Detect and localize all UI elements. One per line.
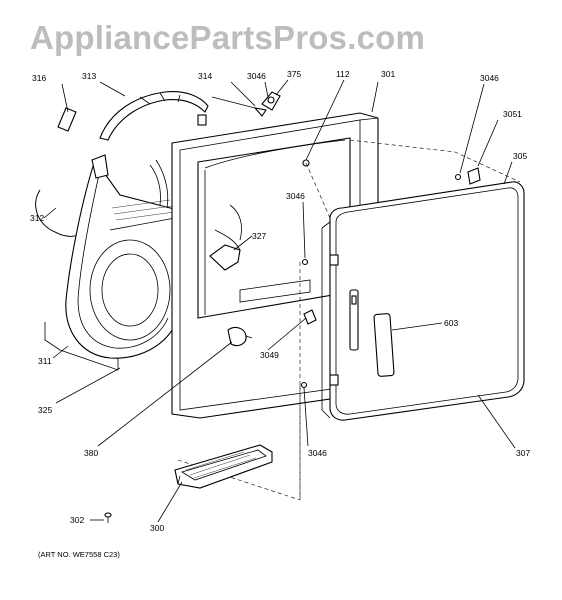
part-302-screw — [104, 512, 112, 523]
part-314-rod — [211, 96, 267, 117]
callout-3046-right: 3046 — [480, 73, 499, 83]
part-3049-hinge — [303, 309, 317, 325]
callout-313: 313 — [82, 71, 96, 81]
part-300-tray — [174, 444, 273, 489]
callout-327: 327 — [252, 231, 266, 241]
part-door-latch — [349, 289, 359, 351]
callout-labels: 316 313 314 3046 375 112 301 3046 3051 3… — [30, 69, 530, 533]
callout-312: 312 — [30, 213, 44, 223]
part-375-switch — [261, 91, 281, 111]
part-301-front-panel — [171, 112, 379, 419]
callout-301: 301 — [381, 69, 395, 79]
part-327-light-bracket — [209, 204, 242, 271]
callout-375: 375 — [287, 69, 301, 79]
callout-316: 316 — [32, 73, 46, 83]
part-3046-screws — [300, 173, 462, 389]
callout-314: 314 — [198, 71, 212, 81]
callout-3049: 3049 — [260, 350, 279, 360]
callout-302: 302 — [70, 515, 84, 525]
callout-112: 112 — [336, 69, 350, 79]
callout-305: 305 — [513, 151, 527, 161]
part-313-arc-bracket — [99, 91, 209, 141]
callout-311: 311 — [38, 356, 52, 366]
callout-3046-top: 3046 — [247, 71, 266, 81]
part-3051-block — [467, 167, 481, 185]
leader-lines — [43, 79, 516, 523]
callout-3051: 3051 — [503, 109, 522, 119]
part-325-drum-front-frame — [65, 154, 179, 359]
callout-300: 300 — [150, 523, 164, 533]
callout-603: 603 — [444, 318, 458, 328]
callout-325: 325 — [38, 405, 52, 415]
part-311-bracket — [44, 322, 119, 371]
callout-3046-bottom: 3046 — [308, 448, 327, 458]
part-316-tag — [57, 107, 77, 132]
art-number: (ART NO. WE7558 C23) — [38, 550, 120, 559]
part-380-connector — [227, 327, 253, 347]
watermark: AppliancePartsPros.com — [30, 19, 425, 56]
part-603-handle — [373, 313, 395, 377]
callout-3046-mid: 3046 — [286, 191, 305, 201]
callout-307: 307 — [516, 448, 530, 458]
callout-380: 380 — [84, 448, 98, 458]
